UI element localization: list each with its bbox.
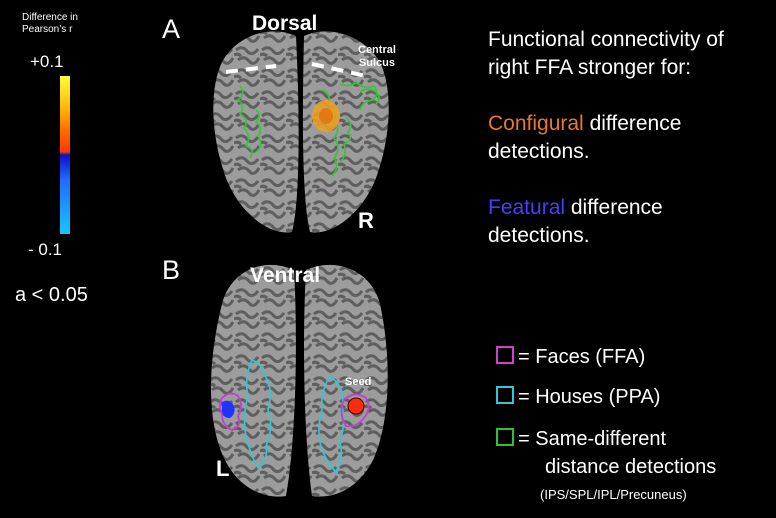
configural-rest: difference bbox=[583, 112, 682, 135]
colorbar-min-label: - 0.1 bbox=[28, 240, 63, 259]
dorsal-label: Dorsal bbox=[252, 12, 318, 35]
alpha-label: a < 0.05 bbox=[15, 284, 88, 306]
faces-legend-label: = Faces (FFA) bbox=[518, 346, 646, 368]
dorsal-right-hemisphere bbox=[302, 31, 389, 233]
colorbar-title: Difference in Pearson’s r bbox=[22, 12, 78, 35]
faces-legend-swatch bbox=[496, 346, 514, 364]
featural-line-2: detections. bbox=[488, 224, 590, 247]
ventral-left-hemisphere bbox=[211, 264, 296, 497]
legend-same-different: = Same-different bbox=[496, 426, 666, 452]
central-sulcus-right-marker bbox=[311, 62, 367, 78]
central-sulcus-label: Central Sulcus bbox=[358, 44, 396, 70]
colorbar-max-label: +0.1 bbox=[30, 52, 64, 71]
legend-faces: = Faces (FFA) bbox=[496, 344, 645, 370]
ventral-brain bbox=[211, 264, 388, 497]
houses-legend-label: = Houses (PPA) bbox=[518, 386, 661, 408]
featural-rest: difference bbox=[565, 196, 663, 219]
configural-line: Configural difference bbox=[488, 110, 724, 138]
central-sulcus-left-marker bbox=[225, 64, 277, 74]
featural-line: Featural difference bbox=[488, 194, 724, 222]
dorsal-left-hemisphere bbox=[213, 31, 299, 233]
configural-word: Configural bbox=[488, 112, 584, 135]
same-different-legend-swatch bbox=[496, 428, 514, 446]
colorbar bbox=[60, 76, 70, 234]
ventral-label: Ventral bbox=[250, 264, 321, 287]
left-side-label: L bbox=[216, 456, 230, 481]
description-line-2: right FFA stronger for: bbox=[488, 56, 692, 79]
description-text: Functional connectivity of right FFA str… bbox=[488, 26, 724, 250]
ventral-right-hemisphere bbox=[304, 264, 388, 497]
legend-note: (IPS/SPL/IPL/Precuneus) bbox=[540, 487, 687, 502]
ffa-outline-clusters bbox=[219, 392, 370, 431]
featural-word: Featural bbox=[488, 196, 566, 219]
central-sulcus-label-line1: Central bbox=[358, 44, 396, 56]
same-different-legend-label-1: = Same-different bbox=[518, 428, 667, 450]
legend-houses: = Houses (PPA) bbox=[496, 384, 660, 410]
same-different-legend-label-2: distance detections bbox=[545, 456, 717, 478]
right-side-label: R bbox=[358, 208, 374, 233]
seed-label: Seed bbox=[345, 376, 372, 388]
panel-b-letter: B bbox=[162, 255, 181, 285]
panel-a-letter: A bbox=[162, 14, 181, 44]
configural-line-2: detections. bbox=[488, 140, 590, 163]
central-sulcus-label-line2: Sulcus bbox=[358, 57, 395, 69]
houses-legend-swatch bbox=[496, 386, 514, 404]
seed-marker bbox=[347, 397, 365, 415]
description-line-1: Functional connectivity of bbox=[488, 28, 724, 51]
dorsal-brain bbox=[213, 31, 389, 233]
featural-activation-patch bbox=[222, 400, 235, 418]
